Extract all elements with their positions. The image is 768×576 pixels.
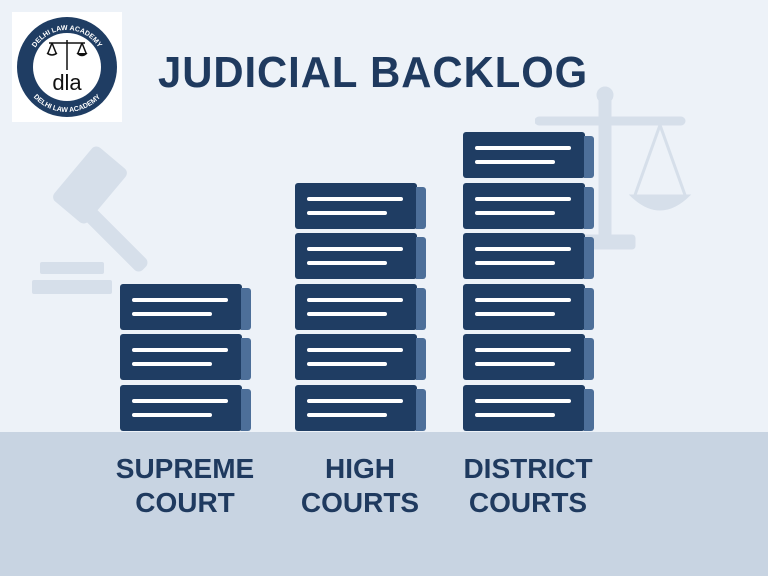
file-line <box>132 362 212 367</box>
block-side <box>416 389 426 431</box>
label-line-1: DISTRICT <box>463 453 593 484</box>
case-file-block <box>463 283 594 330</box>
file-line <box>307 413 387 417</box>
block-side <box>241 287 251 330</box>
label-line-1: SUPREME <box>115 453 255 484</box>
label-line-1: HIGH <box>325 453 395 484</box>
file-line <box>307 261 387 266</box>
block-side <box>584 338 594 381</box>
block-side <box>416 237 426 280</box>
block-side <box>584 389 594 431</box>
case-file-block <box>463 182 594 229</box>
case-file-block <box>295 283 426 330</box>
file-line <box>132 399 228 403</box>
file-line <box>132 297 228 302</box>
file-line <box>307 348 403 353</box>
block-side <box>584 136 594 178</box>
file-line <box>475 247 571 252</box>
gavel-icon <box>32 146 148 294</box>
label-line-2: COURTS <box>300 487 420 518</box>
case-file-block <box>463 385 594 431</box>
block-side <box>584 237 594 280</box>
file-line <box>132 311 212 316</box>
label-line-2: COURT <box>135 487 235 518</box>
file-line <box>475 399 571 403</box>
block-side <box>584 287 594 330</box>
file-line <box>475 160 555 164</box>
file-line <box>475 311 555 316</box>
case-file-block <box>120 385 251 431</box>
file-line <box>475 413 555 417</box>
label-line-2: COURTS <box>468 487 588 518</box>
file-line <box>475 297 571 302</box>
page-title: JUDICIAL BACKLOG <box>158 48 589 97</box>
block-side <box>241 389 251 431</box>
block-side <box>416 186 426 229</box>
file-line <box>475 348 571 353</box>
file-line <box>307 297 403 302</box>
block-side <box>241 338 251 381</box>
case-file-block <box>463 233 594 280</box>
case-file-block <box>295 334 426 381</box>
file-line <box>475 146 571 150</box>
file-line <box>307 196 403 201</box>
file-line <box>475 210 555 215</box>
case-file-block <box>295 182 426 229</box>
delhi-law-academy-logo: DELHI LAW ACADEMY DELHI LAW ACADEMY dla <box>17 17 117 117</box>
block-side <box>584 186 594 229</box>
file-line <box>475 261 555 266</box>
file-line <box>307 311 387 316</box>
floor-band <box>0 432 768 576</box>
scales-of-justice-icon <box>535 86 692 250</box>
block-side <box>416 338 426 381</box>
file-line <box>307 210 387 215</box>
case-file-block <box>463 334 594 381</box>
file-line <box>307 247 403 252</box>
logo: DELHI LAW ACADEMY DELHI LAW ACADEMY dla <box>12 12 122 122</box>
case-file-block <box>463 132 594 178</box>
file-line <box>307 362 387 367</box>
file-line <box>132 413 212 417</box>
case-file-block <box>120 283 251 330</box>
file-line <box>307 399 403 403</box>
block-side <box>416 287 426 330</box>
svg-text:dla: dla <box>52 70 82 95</box>
case-file-block <box>295 385 426 431</box>
file-line <box>475 362 555 367</box>
file-line <box>132 348 228 353</box>
case-file-block <box>295 233 426 280</box>
file-line <box>475 196 571 201</box>
case-file-block <box>120 334 251 381</box>
